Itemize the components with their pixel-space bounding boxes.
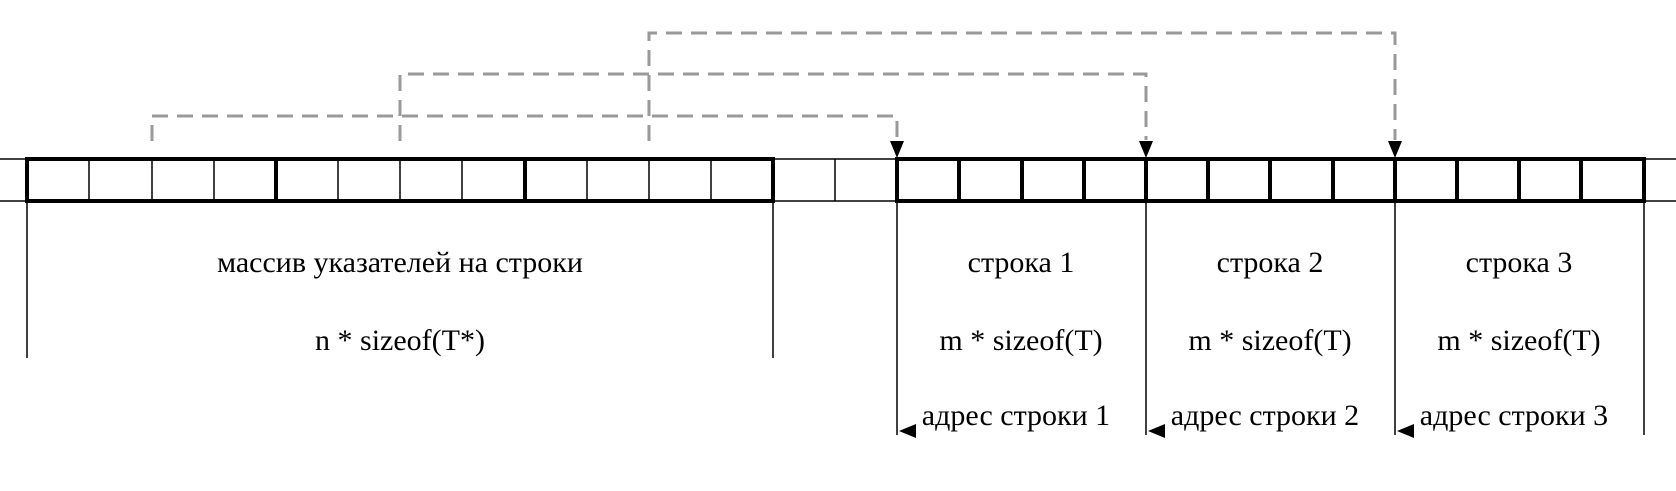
row-1-size: m * sizeof(T)	[939, 324, 1102, 357]
pointer-link-2	[398, 72, 1148, 141]
pointer-block-size: n * sizeof(T*)	[315, 324, 485, 357]
arrow-down-icon	[890, 141, 904, 158]
pointer-block-label: массив указателей на строки	[217, 246, 583, 279]
arrow-left-icon	[1148, 424, 1165, 438]
address-arrows	[899, 424, 1414, 438]
memory-strip	[0, 158, 1676, 202]
arrow-left-icon	[899, 424, 916, 438]
rows-cells	[895, 157, 1646, 203]
pointer-arrowheads	[890, 141, 1402, 158]
arrow-down-icon	[1388, 141, 1402, 158]
row-2-size: m * sizeof(T)	[1188, 324, 1351, 357]
row-1-address: адрес строки 1	[922, 399, 1110, 432]
row-3-address: адрес строки 3	[1420, 399, 1608, 432]
extent-lines	[26, 201, 1645, 435]
arrow-left-icon	[1397, 424, 1414, 438]
pointer-array-cells	[25, 157, 775, 203]
labels: массив указателей на строки n * sizeof(T…	[217, 246, 1608, 432]
row-3-size: m * sizeof(T)	[1437, 324, 1600, 357]
row-3-label: строка 3	[1466, 246, 1573, 279]
arrow-down-icon	[1139, 141, 1153, 158]
pointer-links	[150, 31, 1397, 141]
row-2-address: адрес строки 2	[1171, 399, 1359, 432]
row-2-label: строка 2	[1217, 246, 1324, 279]
pointer-link-1	[150, 114, 899, 141]
row-1-label: строка 1	[968, 246, 1075, 279]
pointer-link-3	[647, 31, 1397, 141]
